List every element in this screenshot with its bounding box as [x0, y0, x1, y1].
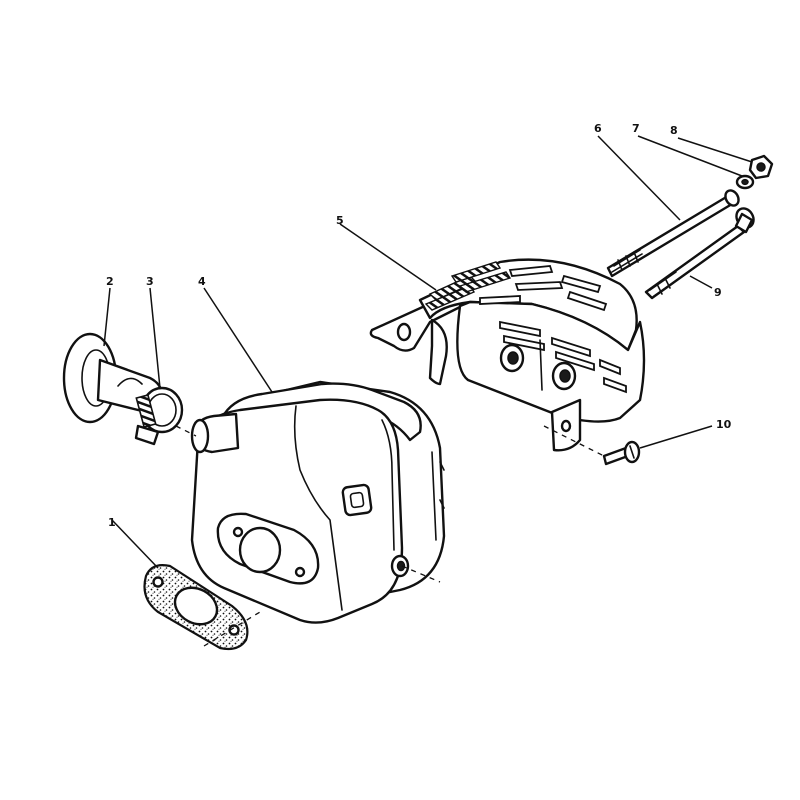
callout-7: 7 [632, 122, 640, 135]
callout-2: 2 [106, 275, 114, 288]
callout-1: 1 [108, 516, 116, 529]
callout-4: 4 [198, 275, 206, 288]
callout-5: 5 [336, 214, 344, 227]
nut-icon [748, 154, 774, 180]
long-bolt-icon [606, 189, 740, 278]
callout-8: 8 [670, 124, 678, 137]
callout-9: 9 [714, 286, 722, 299]
callout-labels: 1 2 3 4 5 6 7 8 9 10 [106, 122, 732, 529]
callout-6: 6 [594, 122, 602, 135]
screw-icon [602, 440, 641, 466]
hose-clamp-icon [134, 386, 184, 446]
heat-shield-icon [369, 258, 646, 452]
washer-icon [735, 174, 755, 190]
muffler-icon [190, 380, 446, 624]
callout-3: 3 [146, 275, 154, 288]
bolt-icon [644, 207, 755, 300]
callout-10: 10 [716, 418, 732, 431]
leader-lines [103, 135, 753, 647]
gasket-icon [143, 564, 249, 651]
